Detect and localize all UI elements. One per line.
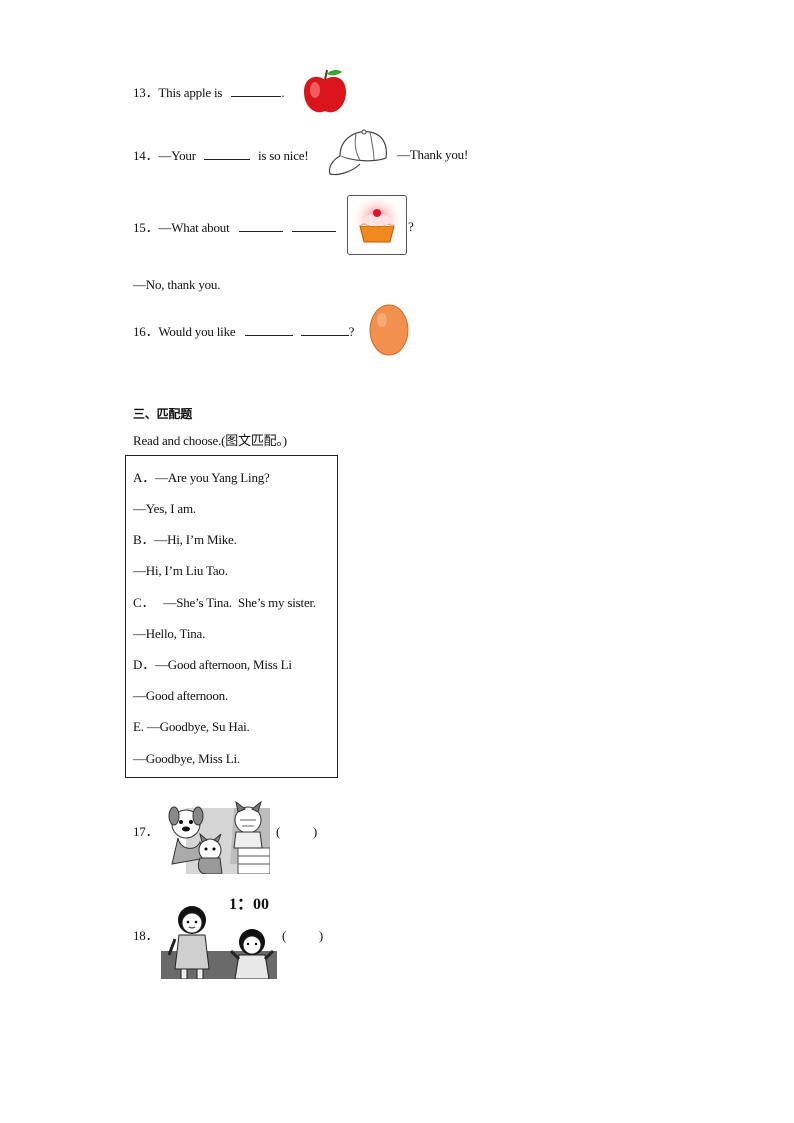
question-15: 15．—What about: [133, 219, 336, 236]
question-15-reply: —No, thank you.: [133, 277, 221, 292]
cartoon-animals-icon: [166, 798, 270, 874]
question-number: 16．: [133, 324, 159, 339]
orange-egg-icon: [368, 302, 410, 358]
answer-blank-1[interactable]: [244, 323, 293, 336]
answer-blank[interactable]: [203, 147, 250, 160]
question-17-number: 17．: [133, 824, 159, 839]
cap-icon: [326, 126, 392, 180]
option-line: —Goodbye, Miss Li.: [133, 751, 240, 766]
option-line: C． —She’s Tina. She’s my sister.: [133, 595, 316, 610]
answer-blank[interactable]: [231, 84, 282, 97]
two-girls-icon: [161, 903, 277, 979]
option-line: D．—Good afternoon, Miss Li: [133, 657, 292, 672]
answer-parentheses[interactable]: ( ): [282, 928, 324, 943]
question-number: 14．: [133, 148, 159, 163]
cake-icon: [347, 195, 407, 255]
option-line: —Hi, I’m Liu Tao.: [133, 563, 228, 578]
section-heading: 三、匹配题: [133, 407, 193, 421]
answer-blank-2[interactable]: [291, 219, 336, 232]
section-instruction: Read and choose.(图文匹配。): [133, 433, 287, 448]
question-14-reply: —Thank you!: [397, 147, 469, 162]
question-number: 15．: [133, 220, 159, 235]
answer-blank-2[interactable]: [300, 323, 349, 336]
answer-parentheses[interactable]: ( ): [276, 824, 318, 839]
red-apple-icon: [300, 66, 350, 116]
question-18-number: 18．: [133, 928, 159, 943]
answer-blank-1[interactable]: [238, 219, 283, 232]
question-14: 14．—Your is so nice!: [133, 147, 309, 163]
option-line: A．—Are you Yang Ling?: [133, 470, 270, 485]
option-line: —Hello, Tina.: [133, 626, 206, 641]
question-16: 16．Would you like ?: [133, 323, 355, 339]
question-13: 13．This apple is .: [133, 84, 285, 100]
question-number: 13．: [133, 85, 159, 100]
options-box: [125, 455, 338, 778]
option-line: —Yes, I am.: [133, 501, 196, 516]
option-line: B．—Hi, I’m Mike.: [133, 532, 237, 547]
option-line: —Good afternoon.: [133, 688, 228, 703]
question-text: This apple is: [158, 85, 223, 100]
option-line: E. —Goodbye, Su Hai.: [133, 719, 250, 734]
clock-time: 1：00: [229, 896, 270, 913]
